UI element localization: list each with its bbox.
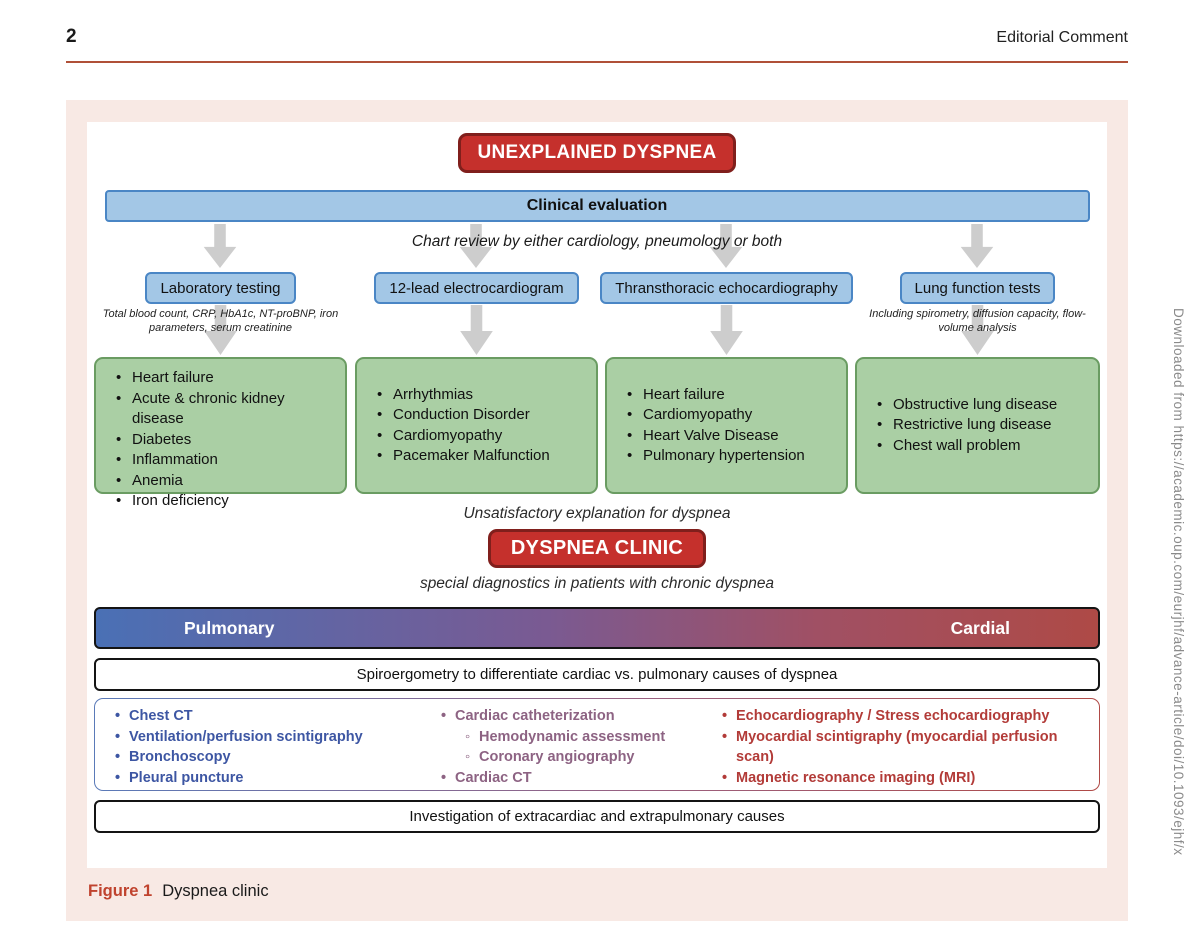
diagnostics-box-border: Chest CTVentilation/perfusion scintigrap… bbox=[94, 698, 1100, 791]
findings-row: Heart failureAcute & chronic kidney dise… bbox=[94, 357, 1100, 511]
page-number: 2 bbox=[66, 26, 77, 47]
findings-box-lung-function: Obstructive lung diseaseRestrictive lung… bbox=[855, 357, 1100, 494]
unexplained-dyspnea-box: UNEXPLAINED DYSPNEA bbox=[458, 133, 736, 173]
findings-list: Heart failureCardiomyopathyHeart Valve D… bbox=[607, 385, 840, 467]
pulmonary-cardiac-spectrum-bar: Pulmonary Cardial bbox=[94, 607, 1100, 649]
diagnostics-shared-column: Cardiac catheterizationHemodynamic asses… bbox=[433, 706, 714, 790]
download-watermark: Downloaded from https://academic.oup.com… bbox=[1171, 308, 1186, 856]
findings-list: Obstructive lung diseaseRestrictive lung… bbox=[857, 395, 1092, 457]
list-item: Restrictive lung disease bbox=[857, 415, 1092, 436]
list-item: Heart failure bbox=[96, 368, 339, 389]
header-rule bbox=[66, 61, 1128, 63]
findings-box-laboratory: Heart failureAcute & chronic kidney dise… bbox=[94, 357, 347, 511]
spectrum-label-pulmonary: Pulmonary bbox=[184, 617, 275, 638]
sub-list: Hemodynamic assessmentCoronary angiograp… bbox=[457, 727, 714, 768]
test-box-echo: Thransthoracic echocardiography bbox=[600, 272, 853, 304]
figure-label: Figure 1 bbox=[88, 882, 153, 900]
list-item: Magnetic resonance imaging (MRI) bbox=[714, 768, 1099, 789]
findings-list: Heart failureAcute & chronic kidney dise… bbox=[96, 368, 339, 512]
diagnostics-box: Chest CTVentilation/perfusion scintigrap… bbox=[95, 699, 1099, 790]
list-item: Pulmonary hypertension bbox=[607, 446, 840, 467]
findings-list: ArrhythmiasConduction DisorderCardiomyop… bbox=[357, 385, 590, 467]
dyspnea-clinic-box: DYSPNEA CLINIC bbox=[487, 529, 707, 568]
list-item: Chest CT bbox=[107, 706, 433, 727]
page-header: 2 Editorial Comment bbox=[66, 26, 1128, 48]
sub-list-item: Hemodynamic assessment bbox=[457, 727, 714, 748]
list-item: Pacemaker Malfunction bbox=[357, 446, 590, 467]
figure-title: Dyspnea clinic bbox=[162, 882, 269, 900]
list-item: Arrhythmias bbox=[357, 385, 590, 406]
diagnostics-pulmonary-column: Chest CTVentilation/perfusion scintigrap… bbox=[95, 706, 433, 790]
list-item: Pleural puncture bbox=[107, 768, 433, 789]
arrow-row-notes: Total blood count, CRP, HbA1c, NT-proBNP… bbox=[94, 304, 1100, 357]
running-head: Editorial Comment bbox=[996, 29, 1128, 46]
list-item: Cardiac catheterizationHemodynamic asses… bbox=[433, 706, 714, 768]
pulmonary-tests-list: Chest CTVentilation/perfusion scintigrap… bbox=[107, 706, 433, 788]
laboratory-note: Total blood count, CRP, HbA1c, NT-proBNP… bbox=[102, 308, 339, 334]
special-diagnostics-note: special diagnostics in patients with chr… bbox=[419, 575, 775, 592]
findings-box-echo: Heart failureCardiomyopathyHeart Valve D… bbox=[605, 357, 848, 494]
down-arrow-icon bbox=[460, 305, 493, 355]
chart-review-note: Chart review by either cardiology, pneum… bbox=[411, 233, 783, 250]
list-item: Myocardial scintigraphy (myocardial perf… bbox=[714, 727, 1099, 768]
figure-canvas: UNEXPLAINED DYSPNEA Clinical evaluation … bbox=[87, 122, 1107, 868]
list-item: Acute & chronic kidney disease bbox=[96, 389, 339, 430]
test-box-lung-function: Lung function tests bbox=[899, 272, 1056, 304]
arrow-row-top: Chart review by either cardiology, pneum… bbox=[94, 222, 1100, 272]
figure-caption: Figure 1 Dyspnea clinic bbox=[88, 882, 269, 901]
list-item: Inflammation bbox=[96, 450, 339, 471]
test-box-laboratory: Laboratory testing bbox=[145, 272, 296, 304]
list-item: Chest wall problem bbox=[857, 436, 1092, 457]
test-row: Laboratory testing 12-lead electrocardio… bbox=[94, 272, 1100, 304]
unsatisfactory-note: Unsatisfactory explanation for dyspnea bbox=[463, 505, 731, 522]
down-arrow-icon bbox=[710, 305, 743, 355]
list-item: Obstructive lung disease bbox=[857, 395, 1092, 416]
list-item: Anemia bbox=[96, 471, 339, 492]
list-item: Ventilation/perfusion scintigraphy bbox=[107, 727, 433, 748]
figure-panel: UNEXPLAINED DYSPNEA Clinical evaluation … bbox=[66, 100, 1128, 921]
list-item: Iron deficiency bbox=[96, 491, 339, 512]
test-box-ecg: 12-lead electrocardiogram bbox=[374, 272, 579, 304]
diagnostics-cardiac-column: Echocardiography / Stress echocardiograp… bbox=[714, 706, 1099, 790]
list-item: Heart failure bbox=[607, 385, 840, 406]
findings-box-ecg: ArrhythmiasConduction DisorderCardiomyop… bbox=[355, 357, 598, 494]
list-item: Cardiac CT bbox=[433, 768, 714, 789]
list-item: Echocardiography / Stress echocardiograp… bbox=[714, 706, 1099, 727]
list-item: Cardiomyopathy bbox=[607, 405, 840, 426]
spiroergometry-bar: Spiroergometry to differentiate cardiac … bbox=[94, 658, 1100, 691]
clinical-evaluation-bar: Clinical evaluation bbox=[104, 190, 1090, 222]
sub-list-item: Coronary angiography bbox=[457, 747, 714, 768]
extracardiac-investigation-bar: Investigation of extracardiac and extrap… bbox=[94, 800, 1100, 833]
list-item: Conduction Disorder bbox=[357, 405, 590, 426]
shared-tests-list: Cardiac catheterizationHemodynamic asses… bbox=[433, 706, 714, 788]
list-item: Diabetes bbox=[96, 430, 339, 451]
list-item: Cardiomyopathy bbox=[357, 426, 590, 447]
lung-function-note: Including spirometry, diffusion capacity… bbox=[869, 308, 1086, 334]
list-item: Heart Valve Disease bbox=[607, 426, 840, 447]
spectrum-label-cardial: Cardial bbox=[950, 617, 1010, 638]
list-item: Bronchoscopy bbox=[107, 747, 433, 768]
cardiac-tests-list: Echocardiography / Stress echocardiograp… bbox=[714, 706, 1099, 788]
dyspnea-flowchart: UNEXPLAINED DYSPNEA Clinical evaluation … bbox=[94, 122, 1100, 868]
